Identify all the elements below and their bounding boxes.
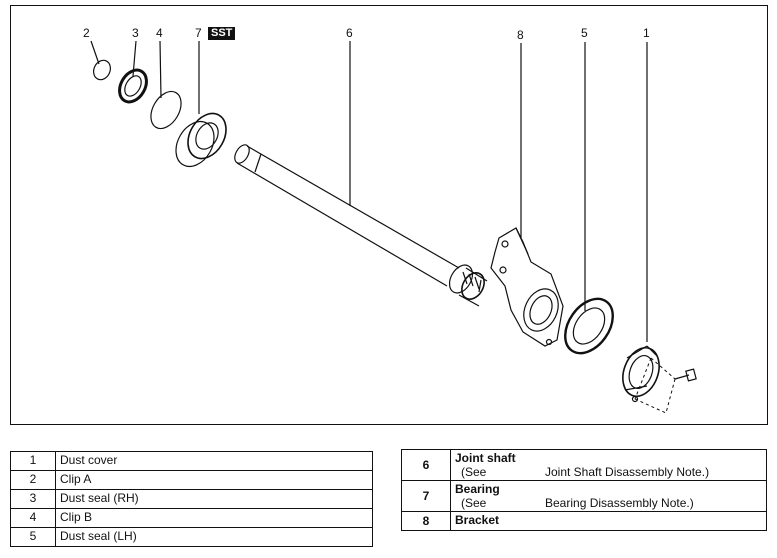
note-reference: Joint Shaft Disassembly Note.) [545,465,710,479]
part-name: Dust seal (RH) [55,489,373,509]
part-cell: Joint shaft (See Joint Shaft Disassembly … [450,449,767,481]
part-cell: Bearing (See Bearing Disassembly Note.) [450,480,767,512]
dust-seal-lh-part [564,297,614,355]
see-label: (See [461,465,487,479]
part-name: Joint shaft [455,451,516,465]
part-number: 5 [10,527,56,547]
part-name: Dust seal (LH) [55,527,373,547]
bolt-part [674,368,697,382]
callout-6: 6 [346,26,353,40]
dust-seal-rh-part [118,68,148,104]
table-row: 7 Bearing (See Bearing Disassembly Note.) [401,480,767,512]
assembly-guide-lines [634,357,676,414]
sst-badge: SST [208,27,236,40]
clip-b-part [150,90,182,130]
part-name: Dust cover [55,451,373,471]
see-label: (See [461,496,487,510]
callout-7: 7 [195,26,202,40]
part-name: Clip A [55,470,373,490]
callout-1: 1 [643,26,650,40]
table-row: 6 Joint shaft (See Joint Shaft Disassembl… [401,449,767,481]
callout-8: 8 [517,28,524,42]
note-reference: Bearing Disassembly Note.) [545,496,694,510]
part-number: 8 [401,511,451,531]
callout-5: 5 [581,26,588,40]
callout-4: 4 [156,26,163,40]
part-number: 7 [401,480,451,512]
leader-clip-b [159,40,162,99]
part-name: Clip B [55,508,373,528]
dust-cover-part [622,345,660,403]
table-row: 8 Bracket [401,511,767,531]
part-number: 2 [10,470,56,490]
leader-clip-a [90,40,100,65]
part-number: 4 [10,508,56,528]
part-number: 3 [10,489,56,509]
callout-3: 3 [132,26,139,40]
callout-2: 2 [83,26,90,40]
part-number: 6 [401,449,451,481]
clip-a-part [93,59,111,81]
joint-shaft-part [234,144,488,307]
legend-table-right: 6 Joint shaft (See Joint Shaft Disassembl… [401,449,767,531]
part-number: 1 [10,451,56,471]
bracket-part [490,227,564,347]
part-name: Bearing [455,482,500,496]
part-cell: Bracket [450,511,767,531]
parts-illustration [90,40,697,414]
part-name: Bracket [455,513,500,527]
exploded-view-diagram: 2 3 4 7 SST 6 8 5 1 [10,5,768,425]
bearing-part [175,112,227,168]
